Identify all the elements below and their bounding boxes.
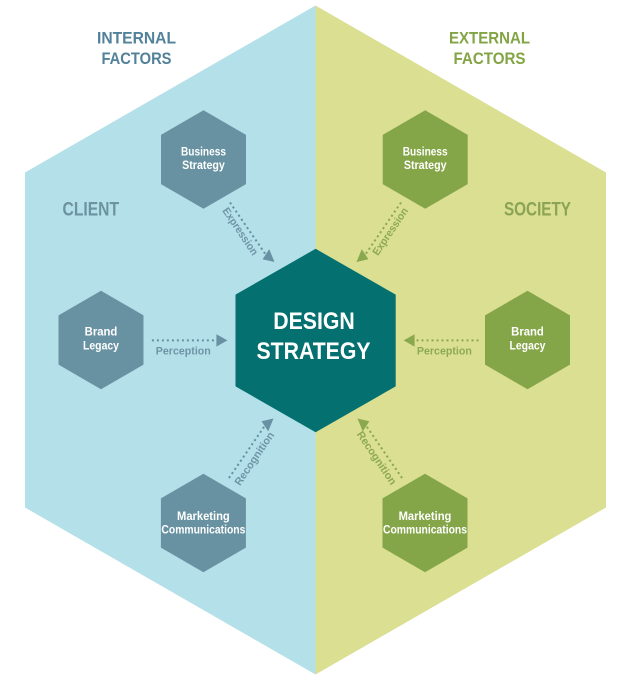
svg-text:Legacy: Legacy xyxy=(510,338,546,352)
svg-text:Perception: Perception xyxy=(156,346,211,358)
svg-text:INTERNAL: INTERNAL xyxy=(97,29,176,47)
svg-text:Legacy: Legacy xyxy=(83,338,119,352)
svg-text:CLIENT: CLIENT xyxy=(63,199,120,221)
svg-text:Perception: Perception xyxy=(417,346,472,358)
svg-text:DESIGN: DESIGN xyxy=(273,309,355,335)
svg-text:Marketing: Marketing xyxy=(177,509,230,523)
svg-text:FACTORS: FACTORS xyxy=(102,50,172,68)
svg-text:Brand: Brand xyxy=(511,325,544,339)
svg-text:SOCIETY: SOCIETY xyxy=(504,199,571,221)
svg-text:Strategy: Strategy xyxy=(404,158,447,172)
svg-text:Communications: Communications xyxy=(383,522,467,536)
svg-text:Business: Business xyxy=(403,145,448,159)
svg-text:Communications: Communications xyxy=(161,522,245,536)
svg-text:Strategy: Strategy xyxy=(182,158,225,172)
svg-text:FACTORS: FACTORS xyxy=(454,50,526,68)
svg-text:STRATEGY: STRATEGY xyxy=(257,339,371,365)
svg-text:Business: Business xyxy=(181,145,226,159)
svg-text:Brand: Brand xyxy=(85,325,118,339)
svg-text:Marketing: Marketing xyxy=(399,509,452,523)
svg-text:EXTERNAL: EXTERNAL xyxy=(449,29,530,47)
